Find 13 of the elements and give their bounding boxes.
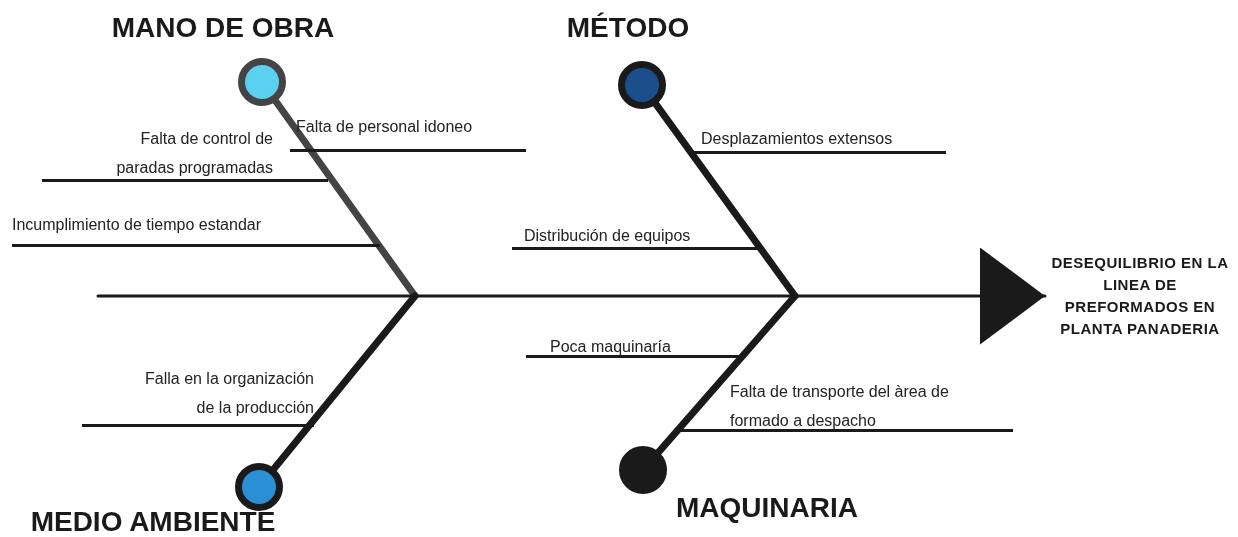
category-heading: MANO DE OBRA [110,11,336,45]
cause-label: Poca maquinaría [526,332,740,358]
category-heading: MAQUINARIA [675,491,859,525]
effect-text: DESEQUILIBRIO EN LA LINEA DE PREFORMADOS EN PLANTA PANADERIA [1050,253,1230,339]
category-heading: MÉTODO [565,11,691,45]
category-heading: MEDIO AMBIENTE [29,505,277,537]
cause-label: Distribución de equipos [512,221,758,250]
cause-label: Incumplimiento de tiempo estandar [12,210,380,247]
cause-label: Falta de transporte del àrea de formado a despacho [678,377,1013,432]
cause-label: Falta de personal idoneo [290,112,526,152]
cause-label: Desplazamientos extensos [693,124,946,154]
spine-arrow [96,247,1047,345]
cause-label: Falla en la organización de la producción [82,364,314,427]
